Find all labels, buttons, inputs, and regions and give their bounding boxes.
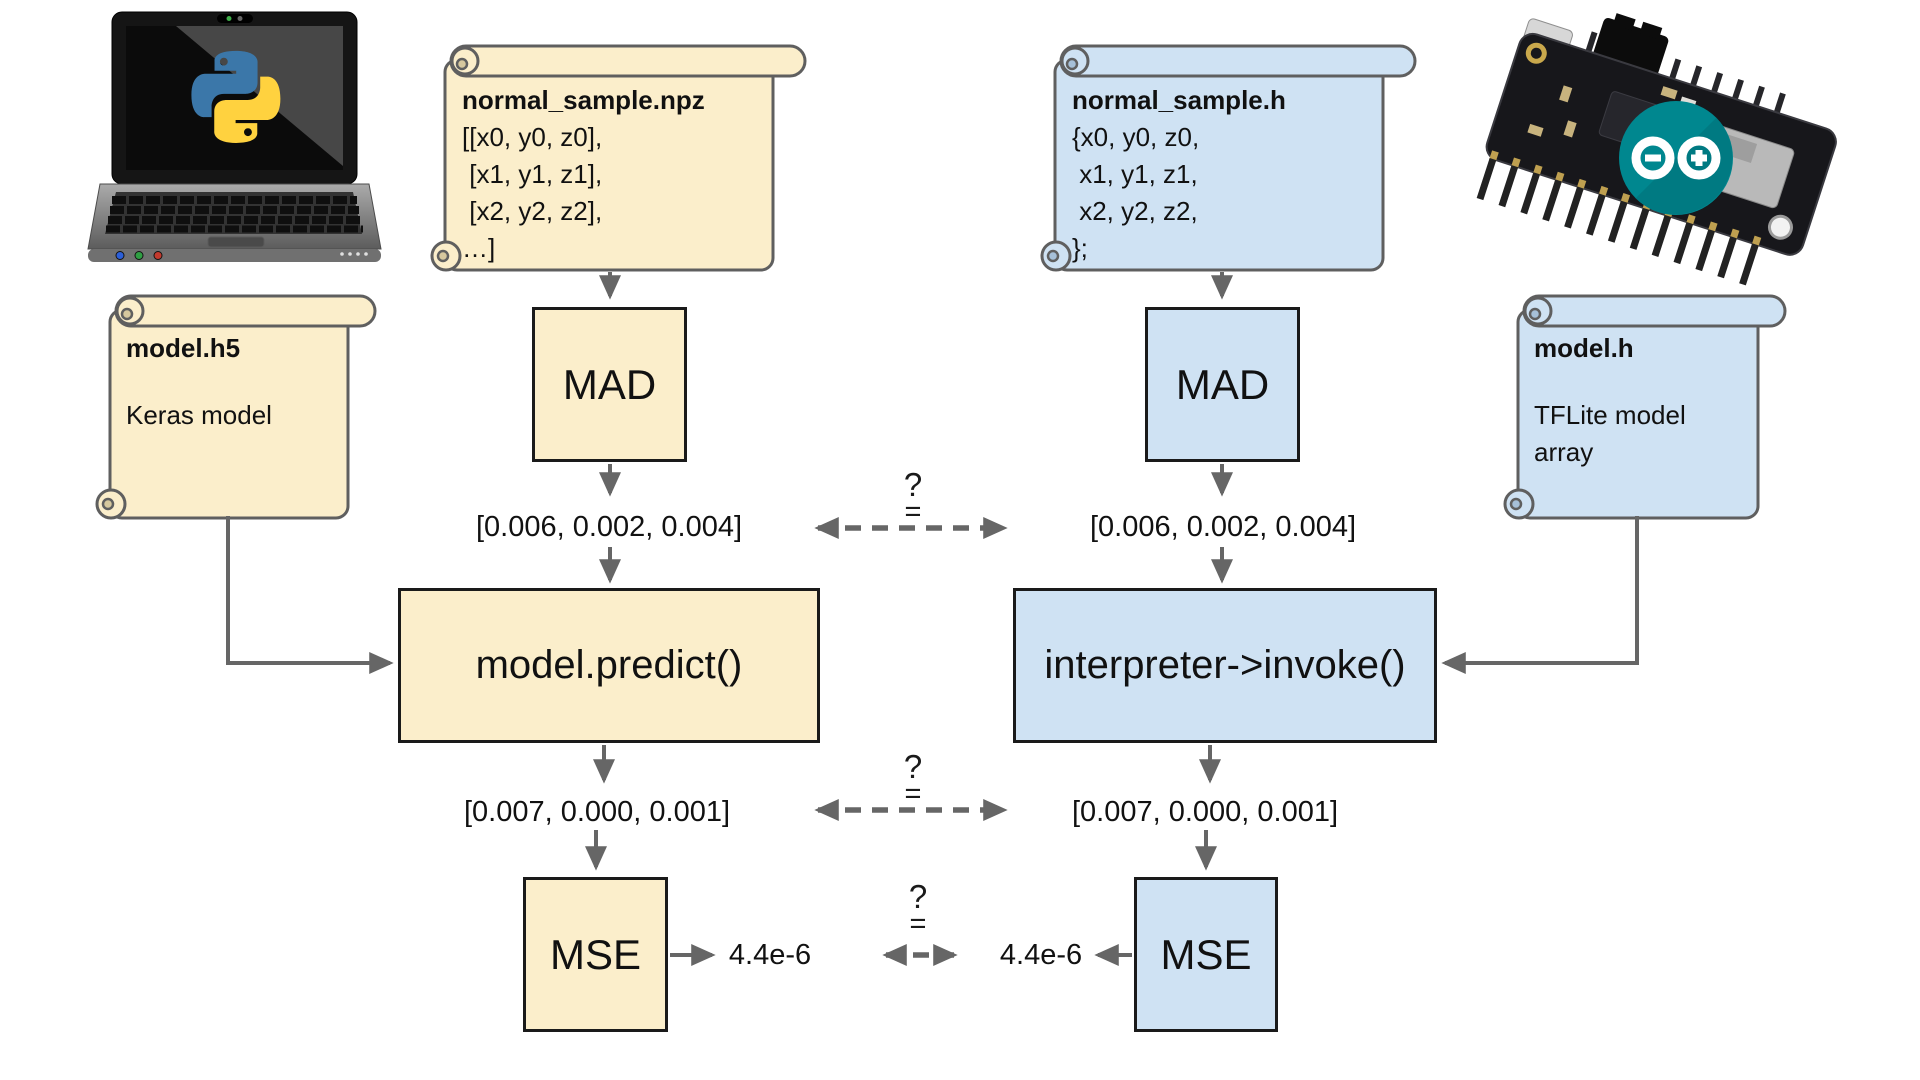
- mad-output-keras: [0.006, 0.002, 0.004]: [475, 511, 743, 543]
- arduino-logo: [1619, 101, 1733, 215]
- equals-sign: =: [904, 778, 922, 810]
- comparison-arrows: [814, 517, 1008, 966]
- note-line: [x1, y1, z1],: [462, 159, 603, 189]
- note-line: array: [1534, 437, 1594, 467]
- note-shape-normal-sample-h: [1040, 44, 1417, 272]
- mounting-hole-left: [1525, 42, 1547, 64]
- mad-output-tflite: [0.006, 0.002, 0.004]: [1089, 511, 1357, 543]
- note-line: {x0, y0, z0,: [1072, 122, 1200, 152]
- mounting-hole-right: [1767, 214, 1793, 240]
- question-mark: ?: [903, 466, 923, 503]
- note-line: [[x0, y0, z0],: [462, 122, 603, 152]
- inference-output-tflite: [0.007, 0.000, 0.001]: [1071, 796, 1339, 828]
- equality-question-mad: ? =: [903, 466, 923, 528]
- question-mark: ?: [903, 748, 923, 785]
- arduino-board-icon: [1476, 13, 1837, 286]
- note-line: x1, y1, z1,: [1072, 159, 1198, 189]
- python-logo: [191, 50, 281, 143]
- note-title: model.h: [1534, 333, 1634, 363]
- arrow-modelh5-to-predict: [226, 516, 394, 674]
- inference-output-keras: [0.007, 0.000, 0.001]: [463, 796, 731, 828]
- predict-box-label: model.predict(): [475, 643, 743, 687]
- note-line: …]: [462, 233, 496, 263]
- note-shape-model-h: [1503, 294, 1787, 520]
- invoke-box: interpreter->invoke(): [1013, 588, 1437, 743]
- mad-box-tflite: MAD: [1145, 307, 1300, 462]
- note-title: model.h5: [126, 333, 241, 363]
- note-line: };: [1072, 233, 1088, 263]
- mse-box-label: MSE: [1160, 930, 1252, 978]
- mse-box-keras: MSE: [523, 877, 668, 1032]
- note-title: normal_sample.npz: [462, 85, 705, 115]
- note-shape-normal-sample-npz: [430, 44, 807, 272]
- flow-arrows: [226, 272, 1639, 966]
- note-model-h5: model.h5 Keras model: [126, 330, 272, 434]
- mad-box-keras: MAD: [532, 307, 687, 462]
- mse-output-tflite: 4.4e-6: [999, 939, 1083, 971]
- equality-question-inference: ? =: [903, 748, 923, 810]
- invoke-box-label: interpreter->invoke(): [1044, 643, 1406, 687]
- note-normal-sample-h: normal_sample.h {x0, y0, z0, x1, y1, z1,…: [1072, 82, 1286, 267]
- note-title: normal_sample.h: [1072, 85, 1286, 115]
- note-model-h: model.h TFLite model array: [1534, 330, 1686, 471]
- note-line: x2, y2, z2,: [1072, 196, 1198, 226]
- mse-box-label: MSE: [549, 930, 641, 978]
- mse-output-keras: 4.4e-6: [728, 939, 812, 971]
- equals-sign: =: [909, 908, 927, 940]
- note-line: TFLite model: [1534, 400, 1686, 430]
- note-line: Keras model: [126, 400, 272, 430]
- predict-box: model.predict(): [398, 588, 820, 743]
- question-mark: ?: [908, 878, 928, 915]
- equality-question-mse: ? =: [908, 878, 928, 940]
- mad-box-label: MAD: [562, 360, 657, 408]
- note-normal-sample-npz: normal_sample.npz [[x0, y0, z0], [x1, y1…: [462, 82, 705, 267]
- note-line: [x2, y2, z2],: [462, 196, 603, 226]
- python-laptop-icon: [87, 11, 382, 262]
- mad-box-label: MAD: [1175, 360, 1270, 408]
- equals-sign: =: [904, 496, 922, 528]
- mse-box-tflite: MSE: [1134, 877, 1278, 1032]
- arrow-modelh-to-invoke: [1441, 516, 1639, 674]
